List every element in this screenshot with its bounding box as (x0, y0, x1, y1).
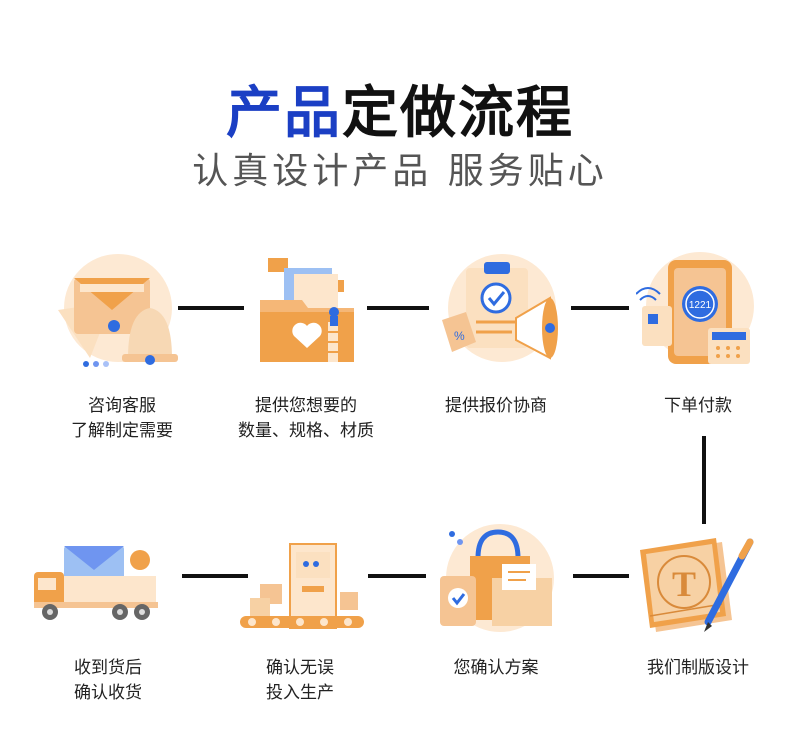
step-label-5: 我们制版设计 (647, 658, 749, 678)
connector-1-2 (178, 306, 244, 310)
step-label-1: 咨询客服 了解制定需要 (71, 396, 173, 441)
step-label-4: 下单付款 (664, 396, 732, 416)
step-label-2: 提供您想要的 数量、规格、材质 (238, 396, 374, 441)
step-label-8: 收到货后 确认收货 (74, 658, 142, 703)
step-label-7: 确认无误 投入生产 (266, 658, 334, 703)
clipboard-tag-megaphone-icon: % (432, 250, 562, 370)
step-label-3: 提供报价协商 (445, 396, 547, 416)
shopping-bag-box-icon (432, 518, 562, 638)
connector-2-3 (367, 306, 429, 310)
connector-6-7 (368, 574, 426, 578)
connector-5-6 (573, 574, 629, 578)
connector-3-4 (571, 306, 629, 310)
page-title-rest: 定做流程 (342, 81, 574, 146)
page-subtitle: 认真设计产品 服务贴心 (192, 151, 608, 192)
svg-text:1221: 1221 (689, 300, 712, 311)
folder-files-icon (242, 250, 372, 370)
step-label-6: 您确认方案 (453, 658, 539, 678)
envelope-bell-icon (50, 250, 180, 370)
design-board-pen-icon: T (632, 524, 762, 644)
page-title-accent: 产品 (226, 81, 342, 146)
connector-4-5 (702, 436, 706, 524)
svg-text:%: % (454, 329, 465, 343)
page-title: 产品定做流程 (0, 82, 800, 146)
connector-7-8 (182, 574, 248, 578)
phone-payment-icon: 1221 (635, 250, 766, 370)
delivery-truck-icon (30, 524, 160, 644)
conveyor-machine-icon (236, 530, 366, 650)
svg-text:T: T (672, 564, 696, 604)
